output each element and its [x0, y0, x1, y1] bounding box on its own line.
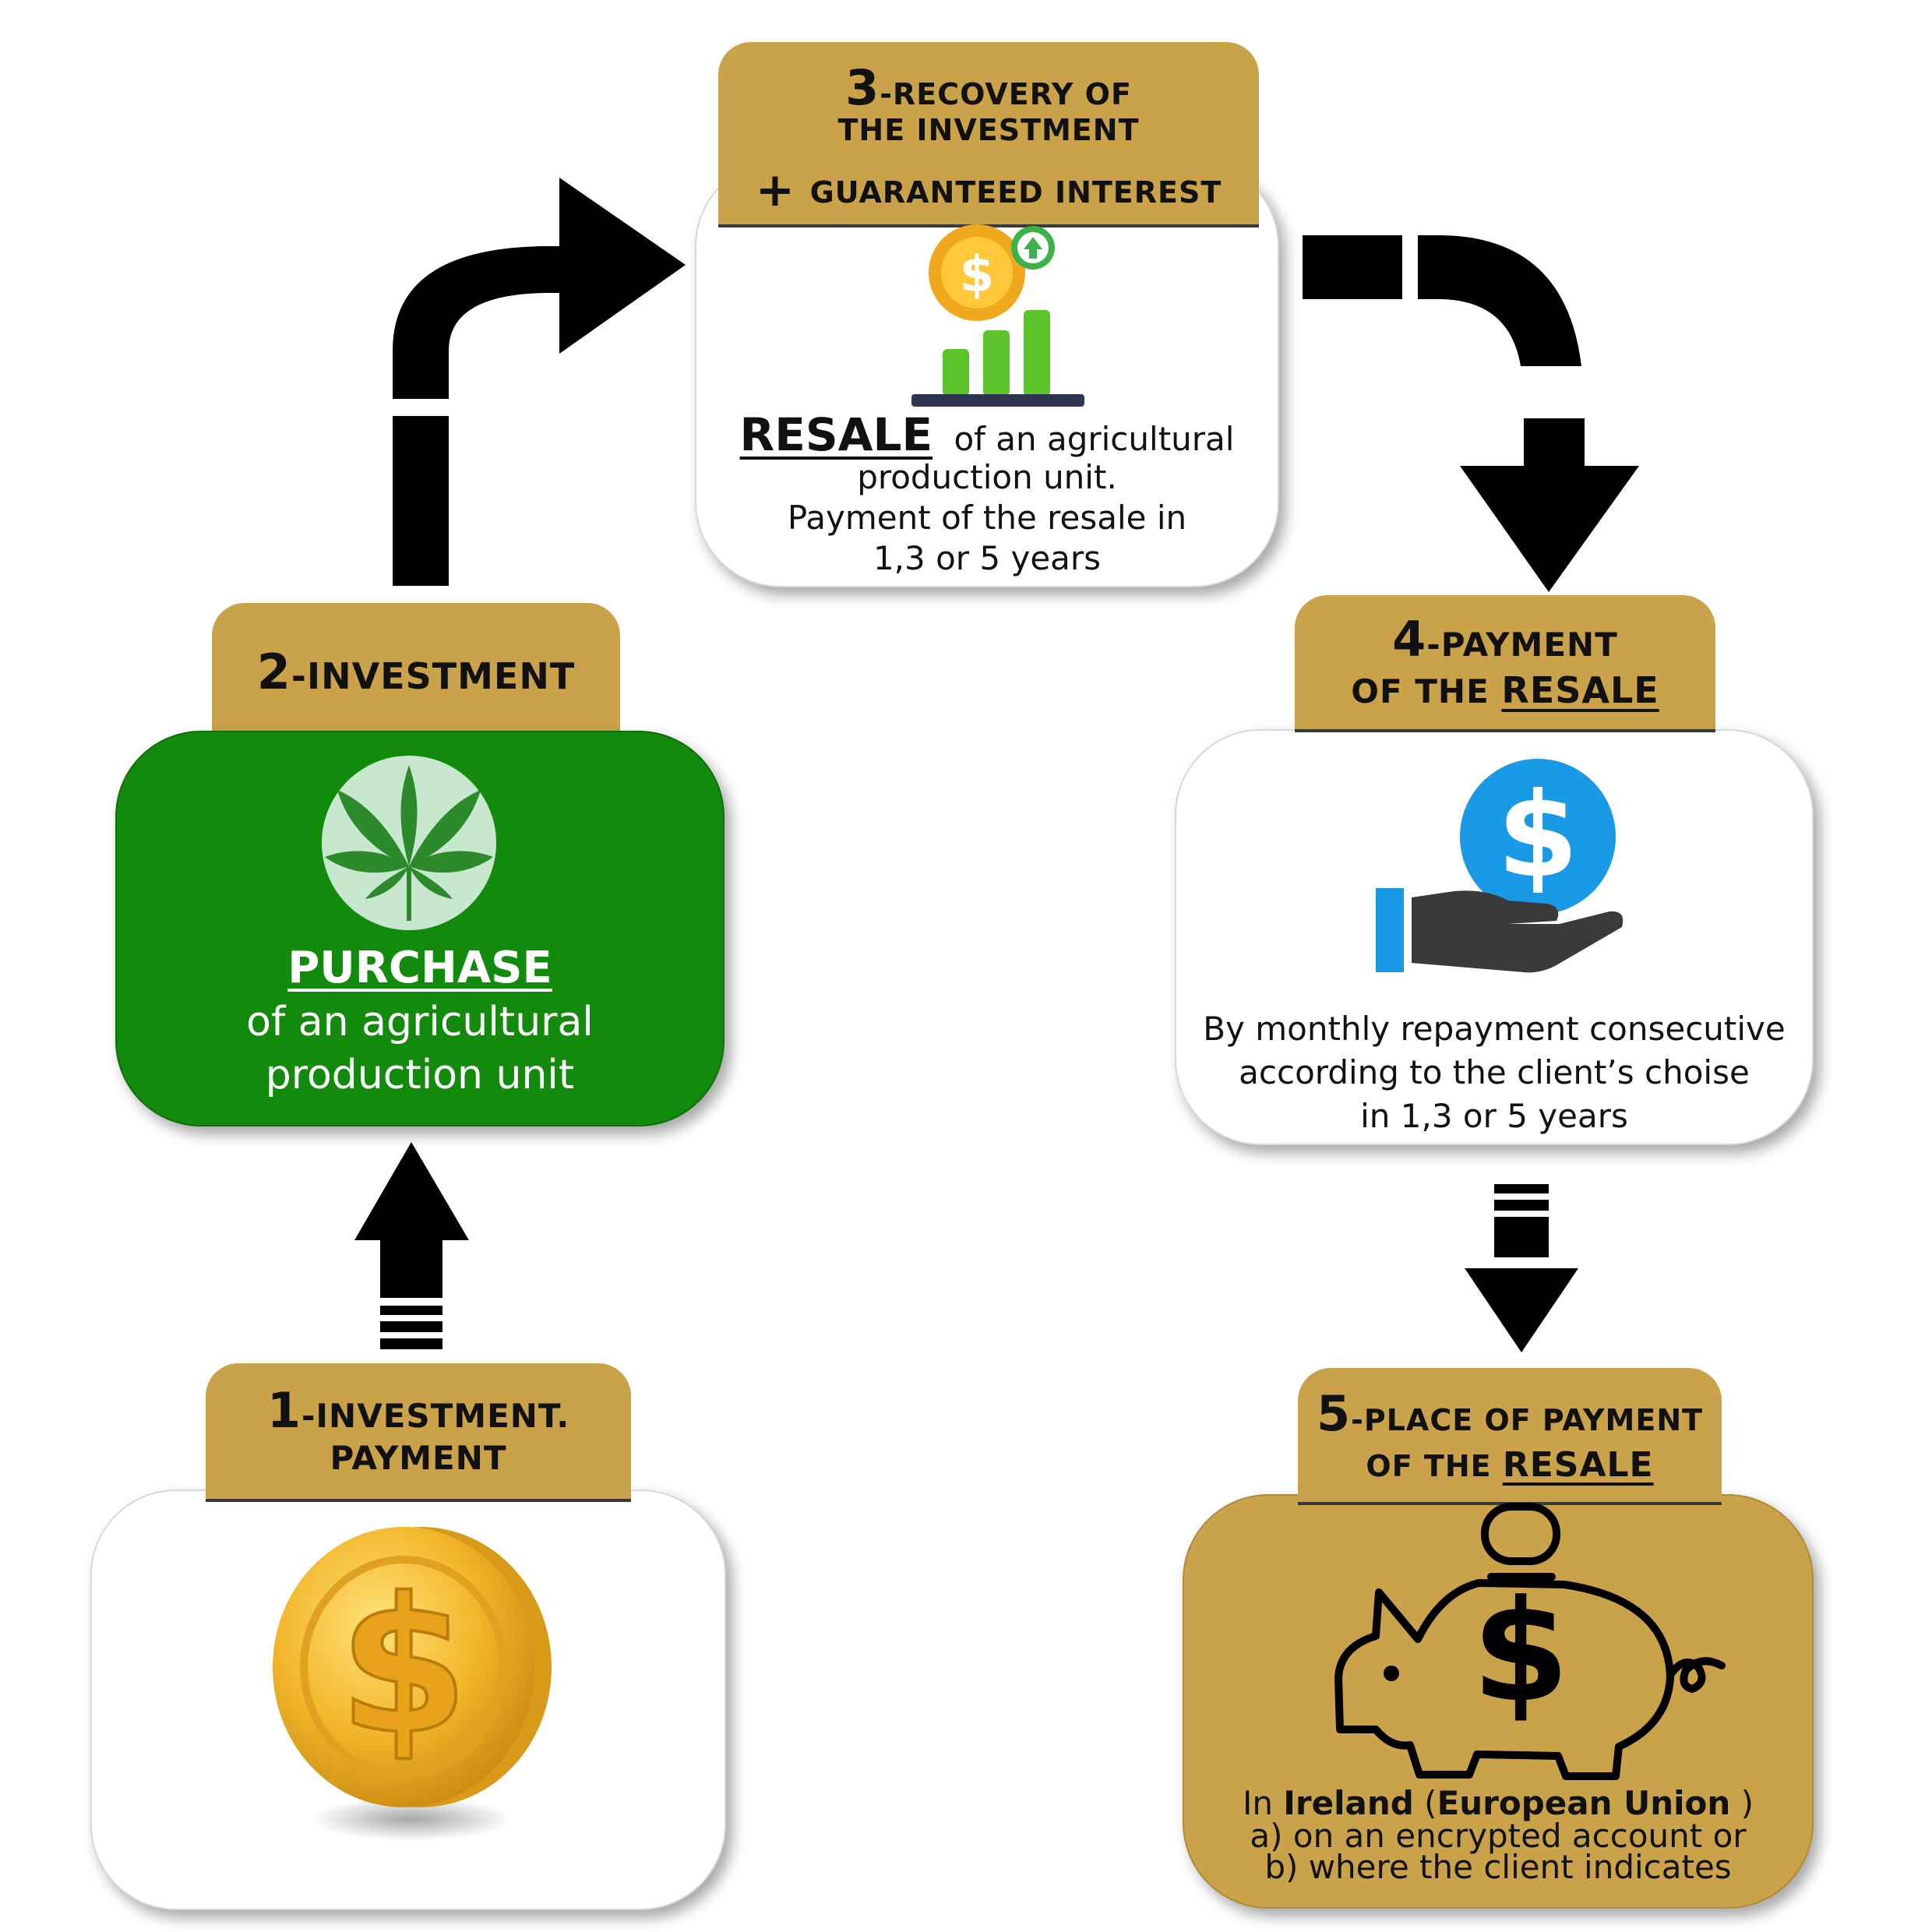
step4-title-line1: -PAYMENT: [1426, 626, 1618, 664]
hand-receiving-dollar-icon: $: [1376, 759, 1624, 973]
piggy-bank-dollar-icon: $: [1334, 1503, 1726, 1780]
step5-title-line1: -PLACE OF PAYMENT: [1351, 1403, 1704, 1437]
step5-card: [1183, 1494, 1814, 1909]
step5-desc-in: In: [1242, 1784, 1284, 1822]
step2-title: -INVESTMENT: [291, 655, 576, 697]
step2-purchase-label: PURCHASE: [287, 943, 552, 993]
step3-desc2: production unit.: [857, 458, 1117, 496]
step4-number: 4: [1392, 611, 1427, 668]
step1-title-line1: -INVESTMENT.: [301, 1397, 570, 1435]
step4-title-resale: RESALE: [1501, 669, 1659, 711]
step5-title-line2: OF THE RESALE: [1298, 1445, 1722, 1485]
step4-title-prefix: OF THE: [1351, 672, 1502, 710]
svg-text:$: $: [960, 246, 995, 304]
step5-desc3: b) where the client indicates: [1264, 1848, 1732, 1886]
cannabis-leaf-icon: [322, 756, 496, 930]
step2-desc2: production unit: [265, 1052, 575, 1098]
step4-desc2: according to the client’s choise: [1239, 1053, 1750, 1091]
step3-header: 3-RECOVERY OF THE INVESTMENT + GUARANTEE…: [718, 42, 1259, 227]
step4-desc1: By monthly repayment consecutive: [1203, 1010, 1786, 1048]
step3-title-line1: -RECOVERY OF: [880, 77, 1132, 111]
step5-desc-paren: (: [1413, 1784, 1437, 1822]
gold-dollar-coin-icon: $: [273, 1527, 552, 1841]
step3-desc3: Payment of the resale in: [787, 499, 1187, 537]
step5-number: 5: [1316, 1385, 1352, 1442]
step3-desc1: of an agricultural: [954, 420, 1235, 458]
step3-desc4: 1,3 or 5 years: [873, 539, 1102, 577]
svg-text:$: $: [1472, 1571, 1569, 1733]
step5-desc-close: ): [1730, 1784, 1754, 1822]
step3-title-line2: THE INVESTMENT: [837, 113, 1140, 147]
step5-desc-ireland: Ireland: [1283, 1784, 1414, 1822]
step5-desc2: a) on an encrypted account or: [1250, 1817, 1747, 1855]
step1-header: 1-INVESTMENT. PAYMENT: [206, 1363, 631, 1502]
step1-title-line2: PAYMENT: [330, 1439, 507, 1477]
step5-title-resale: RESALE: [1502, 1445, 1654, 1485]
step3-plus: +: [755, 163, 795, 217]
step5-desc1: In Ireland (European Union ): [1183, 1784, 1814, 1822]
step1-number: 1: [266, 1382, 301, 1439]
svg-text:$: $: [1497, 768, 1578, 904]
step5-desc-eu: European Union: [1437, 1784, 1731, 1822]
step2-purchase: PURCHASE: [115, 943, 724, 993]
coin-growth-chart-icon: $: [911, 224, 1084, 407]
step3-resale: RESALE: [739, 408, 933, 461]
svg-text:$: $: [339, 1557, 469, 1775]
step3-number: 3: [845, 59, 880, 116]
step2-desc1: of an agricultural: [246, 999, 594, 1045]
step3-desc-line1: RESALE of an agricultural: [695, 408, 1279, 461]
step5-header: 5-PLACE OF PAYMENT OF THE RESALE: [1298, 1368, 1722, 1505]
step2-header: 2-INVESTMENT: [212, 603, 620, 734]
step2-number: 2: [256, 643, 291, 700]
step5-title-prefix: OF THE: [1366, 1449, 1503, 1483]
step3-title-line3: GUARANTEED INTEREST: [809, 175, 1222, 210]
step4-title-line2: OF THE RESALE: [1295, 669, 1715, 711]
step4-desc3: in 1,3 or 5 years: [1360, 1097, 1628, 1135]
step4-header: 4-PAYMENT OF THE RESALE: [1295, 595, 1715, 732]
